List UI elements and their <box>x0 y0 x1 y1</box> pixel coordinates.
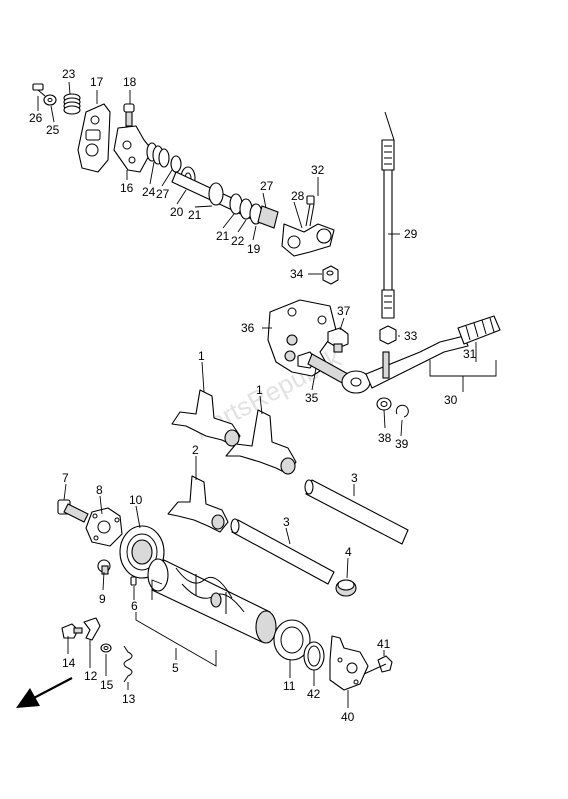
part-21-oil-seal-a <box>208 182 224 206</box>
label-23: 23 <box>62 67 76 81</box>
part-17-stopper-plate <box>77 103 111 173</box>
label-32: 32 <box>311 163 325 177</box>
part-labels: 26 25 23 17 18 16 24 27 20 21 21 22 19 2… <box>29 67 477 724</box>
label-1b: 1 <box>256 383 263 397</box>
label-42: 42 <box>307 687 321 701</box>
label-37: 37 <box>337 304 351 318</box>
part-5-gearshift-cam <box>147 558 277 644</box>
part-32-bolt <box>305 195 315 227</box>
label-26: 26 <box>29 111 43 125</box>
part-29-gearshift-rod <box>379 111 397 345</box>
label-21a: 21 <box>188 208 202 222</box>
part-14-bolt <box>61 623 83 639</box>
label-33: 33 <box>404 329 418 343</box>
part-37-bolt <box>327 327 349 353</box>
part-27-washer-a <box>170 155 182 173</box>
label-24: 24 <box>142 185 156 199</box>
part-8-drum-stopper <box>85 507 123 547</box>
label-25: 25 <box>46 123 60 137</box>
label-27a: 27 <box>156 187 170 201</box>
label-17: 17 <box>90 75 104 89</box>
part-28-shift-lever <box>281 223 335 257</box>
part-1-shift-fork-a <box>171 389 241 447</box>
label-2: 2 <box>192 443 199 457</box>
label-39: 39 <box>395 437 409 451</box>
label-6: 6 <box>131 599 138 613</box>
label-20: 20 <box>170 205 184 219</box>
label-12: 12 <box>84 669 98 683</box>
part-27-washer-b <box>257 205 279 229</box>
part-26-screw <box>32 83 46 97</box>
part-18-bolt <box>123 103 135 127</box>
label-7: 7 <box>62 471 69 485</box>
part-9-bolt <box>97 559 111 575</box>
part-39-circlip <box>395 404 409 418</box>
front-direction-arrow <box>16 677 73 708</box>
leader-lines <box>37 81 497 708</box>
part-1-shift-fork-b <box>225 409 297 475</box>
part-15-washer <box>100 643 112 653</box>
label-9: 9 <box>99 592 106 606</box>
label-13: 13 <box>122 692 136 706</box>
part-30-gearshift-lever <box>341 335 469 394</box>
label-38: 38 <box>378 431 392 445</box>
label-18: 18 <box>123 75 137 89</box>
label-4: 4 <box>345 545 352 559</box>
part-13-spring <box>123 645 133 683</box>
part-41-screw <box>363 655 393 675</box>
part-36-bracket <box>267 299 337 377</box>
part-3-fork-shaft-b <box>230 518 335 585</box>
label-16: 16 <box>120 181 134 195</box>
label-40: 40 <box>341 710 355 724</box>
label-22: 22 <box>231 234 245 248</box>
part-11-bearing <box>273 619 311 661</box>
part-33-nut <box>379 325 397 345</box>
part-3-fork-shaft-a <box>304 479 409 545</box>
part-31-lever-rubber <box>457 315 501 345</box>
label-27b: 27 <box>260 179 274 193</box>
part-16-shift-arm <box>113 125 153 173</box>
label-10: 10 <box>129 493 143 507</box>
label-11: 11 <box>283 679 296 693</box>
part-35-pivot-bolt <box>297 351 349 385</box>
part-34-nut <box>322 265 339 285</box>
label-34: 34 <box>290 267 304 281</box>
label-1a: 1 <box>198 349 205 363</box>
part-2-shift-fork <box>167 475 229 533</box>
label-5: 5 <box>172 661 179 675</box>
label-36: 36 <box>241 321 255 335</box>
part-25-washer <box>43 94 57 106</box>
part-24-spring <box>146 142 170 168</box>
part-6-pin <box>130 576 137 586</box>
label-29: 29 <box>404 227 418 241</box>
part-4-plug <box>335 579 357 597</box>
part-7-bolt <box>57 499 89 523</box>
label-8: 8 <box>96 483 103 497</box>
label-15: 15 <box>100 678 114 692</box>
label-21b: 21 <box>216 229 230 243</box>
label-35: 35 <box>305 391 319 405</box>
shift-shaft-assembly <box>32 83 339 285</box>
label-28: 28 <box>291 189 305 203</box>
part-38-washer <box>376 397 392 411</box>
label-14: 14 <box>62 656 76 670</box>
label-19: 19 <box>247 242 261 256</box>
part-23-spring <box>63 93 81 115</box>
label-3a: 3 <box>351 471 358 485</box>
label-30: 30 <box>444 393 458 407</box>
label-3b: 3 <box>283 515 290 529</box>
label-31: 31 <box>463 347 477 361</box>
label-41: 41 <box>377 637 391 651</box>
part-40-cam-guide <box>329 635 369 691</box>
part-12-spring-hook <box>83 617 101 641</box>
